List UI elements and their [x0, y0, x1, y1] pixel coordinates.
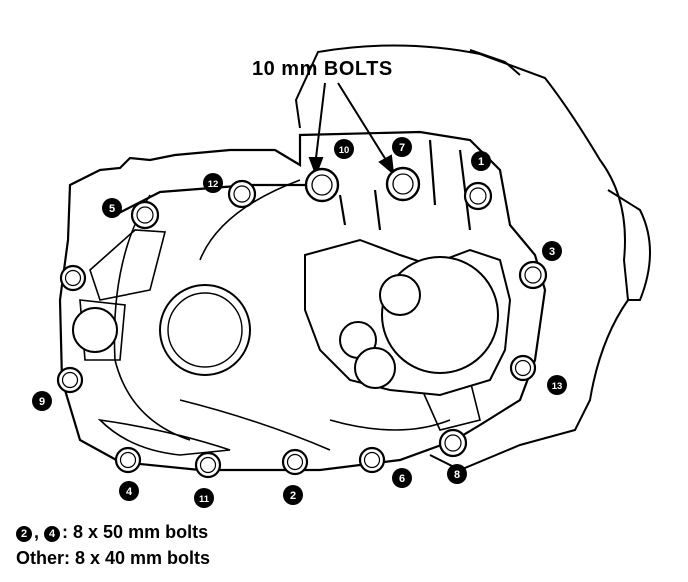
- bolt-head-12: [227, 179, 257, 209]
- inner-ribs: [79, 179, 481, 456]
- bolt-marker-4: 4: [119, 481, 139, 501]
- bolt-marker-2: 2: [283, 485, 303, 505]
- callout-arrows: [308, 82, 395, 177]
- bolt-head-11: [194, 451, 222, 479]
- legend-line-2: Other: 8 x 40 mm bolts: [16, 548, 211, 568]
- bolt-head-10: [304, 167, 340, 203]
- svg-text:6: 6: [399, 473, 405, 485]
- svg-text:9: 9: [39, 396, 45, 408]
- svg-text:1: 1: [478, 156, 484, 168]
- bolt-heads: [56, 166, 548, 479]
- bolt-marker-3: 3: [542, 241, 562, 261]
- svg-text:3: 3: [549, 246, 555, 258]
- legend-line-1: 2, 4: 8 x 50 mm bolts: [16, 522, 208, 543]
- bolt-marker-6: 6: [392, 468, 412, 488]
- shaft-bores: [72, 238, 512, 397]
- bolt-marker-9: 9: [32, 391, 52, 411]
- bolt-head-7: [385, 166, 421, 202]
- bolt-marker-7: 7: [392, 137, 412, 157]
- bolt-marker-5: 5: [102, 198, 122, 218]
- legend-marker-2: 2: [16, 526, 32, 542]
- ten-mm-bolts-callout: 10 mm BOLTS: [252, 58, 393, 80]
- outer-case-outline: [294, 44, 651, 472]
- svg-text:13: 13: [552, 381, 563, 392]
- legend-marker-4: 4: [44, 526, 61, 542]
- bolt-head-14: [59, 264, 87, 292]
- bolt-head-1: [463, 181, 493, 211]
- bolt-marker-11: 11: [194, 488, 214, 508]
- svg-text:5: 5: [109, 203, 115, 215]
- bolt-marker-1: 1: [471, 151, 491, 171]
- bolt-head-2: [281, 448, 309, 476]
- svg-text:2: 2: [290, 490, 296, 502]
- legend-separator: ,: [34, 522, 40, 542]
- svg-text:8: 8: [454, 469, 460, 481]
- legend-line-1-text: : 8 x 50 mm bolts: [62, 522, 209, 542]
- bolt-head-8: [438, 428, 468, 458]
- bolt-head-13: [509, 354, 537, 382]
- svg-text:11: 11: [199, 494, 210, 505]
- bolt-head-4: [114, 446, 142, 474]
- bolt-marker-13: 13: [547, 375, 567, 395]
- svg-text:12: 12: [208, 179, 219, 190]
- svg-text:4: 4: [126, 486, 133, 498]
- bolt-marker-10: 10: [334, 139, 354, 159]
- bolt-head-3: [518, 260, 548, 290]
- bolt-head-9: [56, 366, 84, 394]
- bolt-marker-8: 8: [447, 464, 467, 484]
- svg-text:10: 10: [339, 145, 350, 156]
- bolt-markers: 1 2 3 4 5 6 7 8 9 10 11 12 13: [32, 137, 567, 508]
- svg-text:7: 7: [399, 142, 405, 154]
- bolt-head-6: [358, 446, 386, 474]
- bolt-marker-12: 12: [203, 173, 223, 193]
- bolt-head-5: [130, 200, 160, 230]
